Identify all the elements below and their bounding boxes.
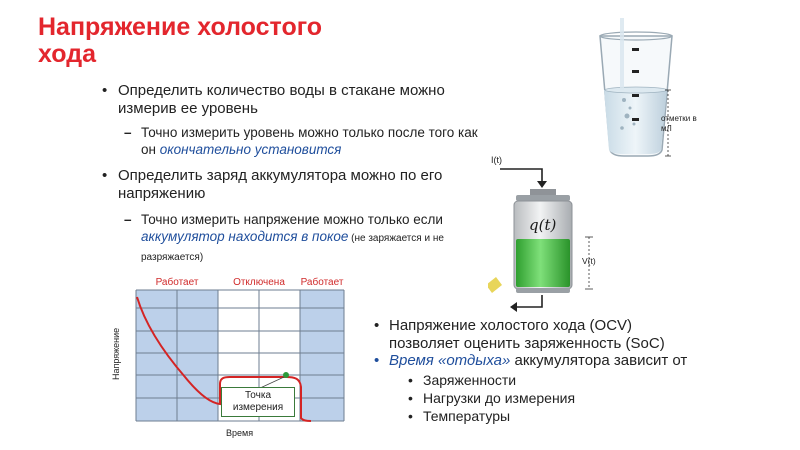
bullet-dot-icon: • (374, 317, 380, 334)
bullet-water-level: • Определить количество воды в стакане м… (102, 82, 488, 118)
sub-bullet-temperature: • Температуры (408, 407, 643, 425)
bullet-battery-charge: • Определить заряд аккумулятора можно по… (102, 167, 448, 203)
glass-label: отметки в мЛ (661, 114, 697, 133)
bullet-dot-icon: • (408, 372, 413, 388)
sub-bullet-water: – Точно измерить уровень можно только по… (124, 124, 491, 158)
bullet-ocv-text: Напряжение холостого хода (OCV) позволяе… (389, 317, 665, 352)
graph-x-label: Время (226, 428, 254, 438)
bullet-dot-icon: • (374, 352, 380, 369)
bullet-rest-emph: Время «отдыха» (389, 352, 511, 369)
battery-charge-label: q(t) (529, 216, 557, 234)
dash-icon: – (124, 125, 132, 140)
bullet-rest-text: аккумулятора зависит от (510, 352, 688, 369)
sub-water-emph: окончательно установится (159, 142, 342, 157)
graph-y-label: Напряжение (111, 327, 121, 380)
title-line-1: Напряжение холостого (38, 13, 323, 41)
sub-bullet-load: • Нагрузки до измерения (408, 389, 643, 407)
phase-label-working-1: Работает (155, 277, 199, 288)
title-line-2: хода (38, 40, 96, 68)
battery-current-label: I(t) (491, 155, 502, 165)
slide-title: Напряжение холостого хода (38, 14, 398, 68)
sub-battery-text: Точно измерить напряжение можно только е… (141, 212, 443, 227)
battery-voltage-label: V(t) (582, 256, 596, 266)
sub-water-text: Точно измерить уровень можно только посл… (141, 125, 478, 157)
phase-label-off: Отключена (233, 277, 285, 288)
bullet-dot-icon: • (408, 390, 413, 406)
sub-bullet-charge: • Заряженности (408, 371, 643, 389)
sub-charge-text: Заряженности (423, 372, 517, 388)
sub-temperature-text: Температуры (423, 408, 511, 424)
sub-load-text: Нагрузки до измерения (423, 390, 576, 406)
sub-battery-tail: (не заряжается и не разряжается) (141, 233, 444, 263)
bullet-battery-text: Определить заряд аккумулятора можно по е… (118, 167, 443, 202)
bullet-water-text: Определить количество воды в стакане мож… (118, 82, 445, 117)
battery-illustration (488, 168, 593, 312)
bullet-dot-icon: • (102, 82, 108, 99)
dash-icon: – (124, 212, 132, 227)
water-glass-illustration (599, 18, 673, 157)
measurement-point-label: Точка измерения (221, 387, 295, 417)
sub-battery-emph: аккумулятор находится в покое (141, 229, 349, 244)
bullet-rest-time: • Время «отдыха» аккумулятора зависит от (374, 352, 729, 370)
sub-bullet-battery: – Точно измерить напряжение можно только… (124, 211, 481, 266)
phase-label-working-2: Работает (300, 277, 344, 288)
bullet-dot-icon: • (408, 408, 413, 424)
bullet-ocv: • Напряжение холостого хода (OCV) позвол… (374, 317, 689, 353)
bullet-dot-icon: • (102, 167, 108, 184)
